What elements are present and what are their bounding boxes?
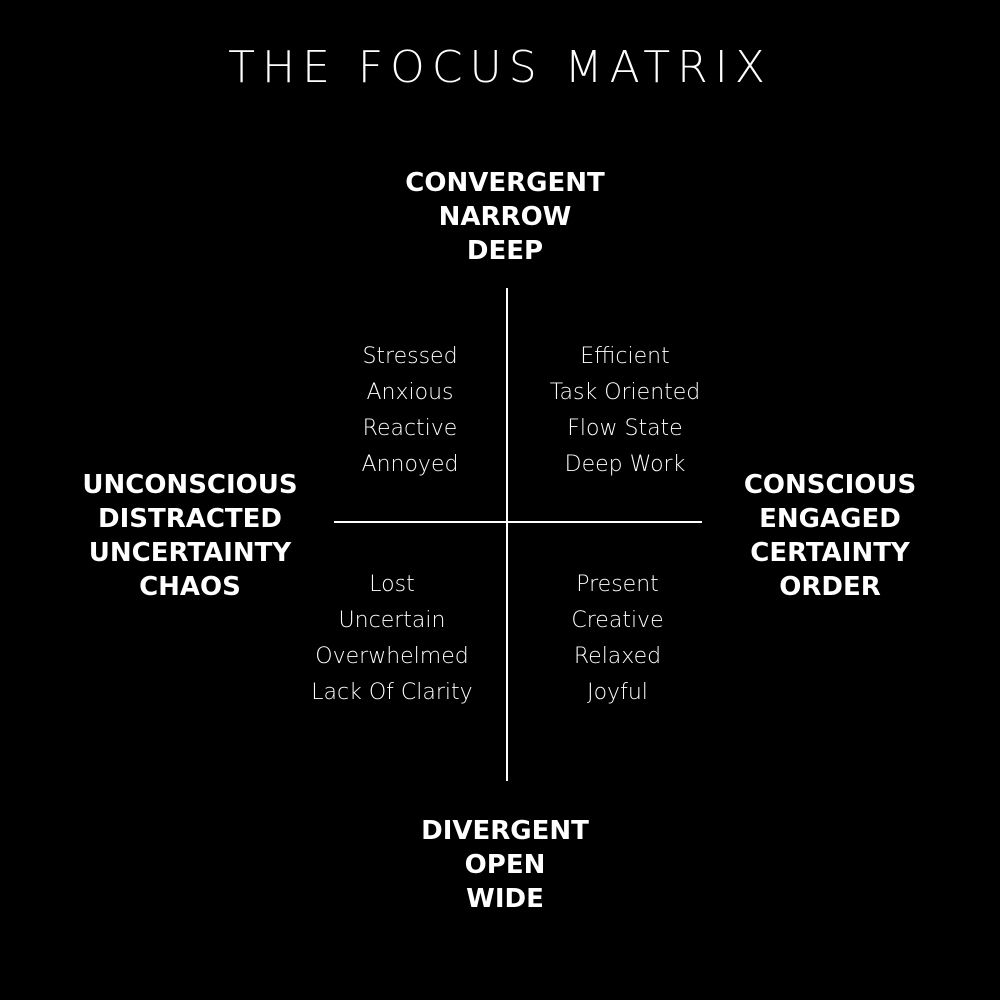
axis-right-line-2: ENGAGED xyxy=(759,504,901,534)
horizontal-axis-line xyxy=(334,521,702,523)
quadrant-item: Annoyed xyxy=(361,452,459,477)
quadrant-top-left: Stressed Anxious Reactive Annoyed xyxy=(320,339,500,483)
axis-bottom-line-1: DIVERGENT xyxy=(421,816,589,846)
quadrant-item: Task Oriented xyxy=(549,380,701,405)
axis-label-bottom: DIVERGENT OPEN WIDE xyxy=(350,814,660,916)
axis-left-line-3: UNCERTAINTY xyxy=(88,538,292,568)
axis-label-top: CONVERGENT NARROW DEEP xyxy=(350,166,660,268)
quadrant-item: Deep Work xyxy=(564,452,686,477)
quadrant-item: Flow State xyxy=(567,416,683,441)
axis-left-line-4: CHAOS xyxy=(139,572,241,602)
quadrant-item: Stressed xyxy=(362,344,458,369)
axis-label-left: UNCONSCIOUS DISTRACTED UNCERTAINTY CHAOS xyxy=(40,468,340,604)
quadrant-item: Lack Of Clarity xyxy=(311,680,473,705)
quadrant-item: Relaxed xyxy=(573,644,662,669)
quadrant-item: Joyful xyxy=(587,680,648,705)
axis-right-line-3: CERTAINTY xyxy=(750,538,910,568)
quadrant-item: Anxious xyxy=(366,380,454,405)
axis-top-line-3: DEEP xyxy=(466,236,544,266)
quadrant-item: Present xyxy=(576,572,659,597)
quadrant-bottom-left: Lost Uncertain Overwhelmed Lack Of Clari… xyxy=(292,567,492,711)
quadrant-top-right: Efficient Task Oriented Flow State Deep … xyxy=(520,339,730,483)
quadrant-item: Reactive xyxy=(362,416,458,441)
quadrant-item: Uncertain xyxy=(338,608,446,633)
vertical-axis-line xyxy=(506,288,508,781)
quadrant-item: Lost xyxy=(369,572,415,597)
axis-right-line-4: ORDER xyxy=(779,572,881,602)
axis-top-line-1: CONVERGENT xyxy=(405,168,605,198)
axis-bottom-line-2: OPEN xyxy=(464,850,546,880)
quadrant-bottom-right: Present Creative Relaxed Joyful xyxy=(520,567,715,711)
axis-left-line-2: DISTRACTED xyxy=(97,504,283,534)
quadrant-item: Overwhelmed xyxy=(315,644,469,669)
quadrant-item: Creative xyxy=(571,608,664,633)
quadrant-item: Efficient xyxy=(580,344,670,369)
axis-top-line-2: NARROW xyxy=(438,202,572,232)
axis-bottom-line-3: WIDE xyxy=(466,884,544,914)
axis-label-right: CONSCIOUS ENGAGED CERTAINTY ORDER xyxy=(690,468,970,604)
page-title: THE FOCUS MATRIX xyxy=(228,42,772,93)
axis-right-line-1: CONSCIOUS xyxy=(743,470,917,500)
axis-left-line-1: UNCONSCIOUS xyxy=(82,470,298,500)
